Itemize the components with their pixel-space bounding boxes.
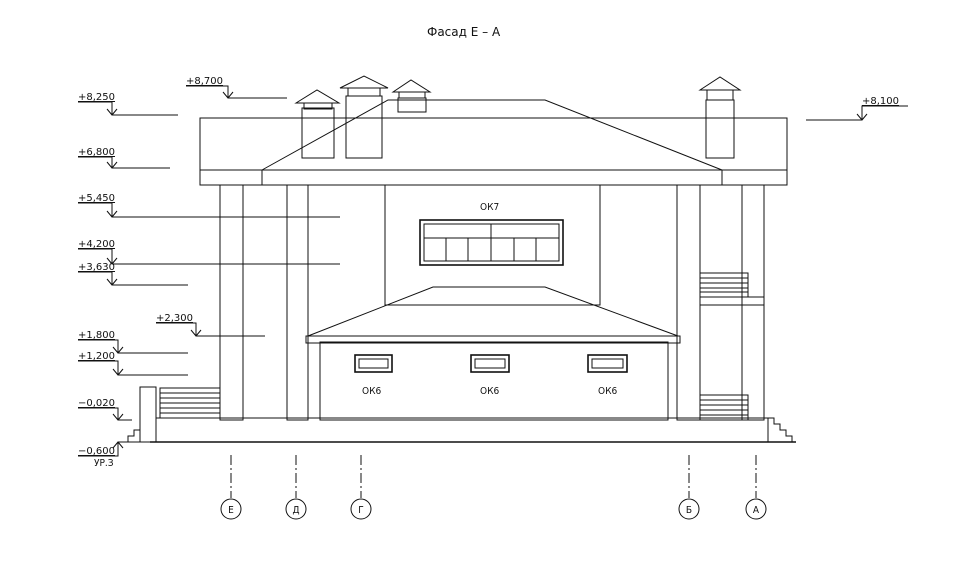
level-mark: +8,700 [186,76,287,99]
svg-text:+2,300: +2,300 [156,313,193,324]
balcony-railing [699,394,749,421]
level-mark: +3,630 [78,262,188,286]
central-fascia [261,169,723,186]
svg-text:Е: Е [228,505,234,516]
window-label-ok6: ОК6 [480,386,499,397]
annex-wall [319,341,669,421]
svg-text:+3,630: +3,630 [78,262,115,273]
chimney [339,75,389,159]
svg-text:+1,800: +1,800 [78,330,115,341]
level-mark: +4,200 [78,239,340,265]
svg-text:+6,800: +6,800 [78,147,115,158]
window-ok6 [354,354,393,373]
level-mark: +2,300 [156,313,265,337]
window-ok6 [470,354,510,373]
svg-text:+4,200: +4,200 [78,239,115,250]
window-label-ok7: ОК7 [480,202,499,213]
axis-marker-e: Е [220,455,242,520]
stone-plinth [155,417,769,443]
level-mark: +6,800 [78,147,170,169]
drawing-title: Фасад Е – А [427,25,501,39]
level-mark: −0,600 УР.З [78,441,130,469]
svg-text:+8,250: +8,250 [78,92,115,103]
roof-band [199,117,788,171]
window-label-ok6: ОК6 [598,386,617,397]
upper-wall-panel [384,184,601,306]
level-mark: +5,450 [78,193,340,218]
fence [139,386,221,443]
steps-right [768,417,793,442]
window-ok6 [587,354,628,373]
column-d [286,184,309,421]
chimney [391,79,432,113]
axis-marker-a: А [745,455,767,520]
chimney [698,76,742,159]
axis-marker-g: Г [350,455,372,520]
svg-text:+1,200: +1,200 [78,351,115,362]
svg-text:+5,450: +5,450 [78,193,115,204]
svg-text:+8,100: +8,100 [862,96,899,107]
annex-fascia [305,335,681,344]
level-mark: +1,200 [78,351,188,376]
axis-marker-d: Д [285,455,307,520]
svg-text:Б: Б [686,505,692,516]
svg-text:−0,600: −0,600 [78,446,115,457]
level-mark: +1,800 [78,330,188,354]
level-mark: −0,020 [78,398,132,421]
window-ok7 [419,219,564,266]
level-mark: +8,100 [806,96,908,121]
level-mark: +8,250 [78,92,178,116]
svg-text:УР.З: УР.З [94,458,114,469]
chimney [294,89,341,159]
svg-text:+8,700: +8,700 [186,76,223,87]
window-label-ok6: ОК6 [362,386,381,397]
svg-text:−0,020: −0,020 [78,398,115,409]
column-b [676,184,701,421]
svg-text:А: А [753,505,760,516]
column-e [219,184,244,421]
column-a [741,184,765,421]
central-hip-roof [260,99,723,171]
axis-marker-b: Б [678,455,700,520]
roof-fascia [199,169,788,186]
annex-roof [307,286,679,337]
balcony-railing [699,272,765,306]
steps-left [120,429,140,443]
svg-text:Д: Д [292,505,299,516]
svg-text:Г: Г [358,505,364,516]
